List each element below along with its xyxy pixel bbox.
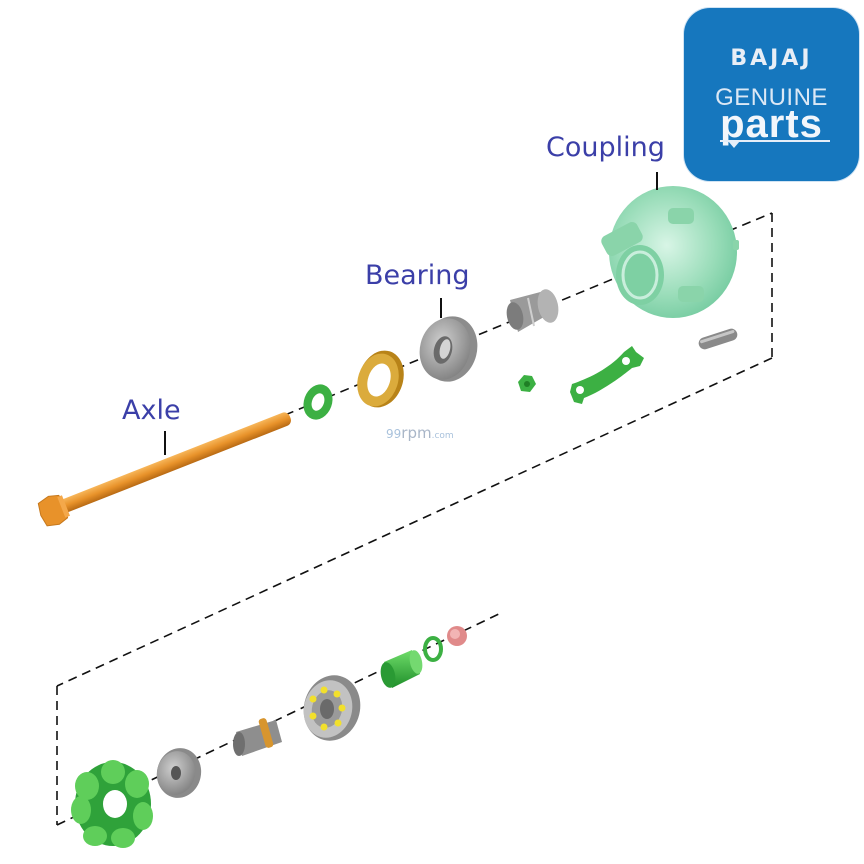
coupling-label: Coupling: [546, 132, 665, 163]
watermark-main: rpm: [401, 424, 432, 442]
coupling-leader-line: [656, 172, 658, 190]
green-o-ring-part: [423, 636, 443, 662]
logo-parts-text: parts: [720, 102, 823, 146]
grey-spacer-part: [156, 748, 202, 798]
bajaj-genuine-parts-logo: BAJAJ GENUINE parts: [684, 8, 859, 181]
logo-brand-text: BAJAJ: [730, 46, 813, 71]
watermark-suffix: .com: [431, 431, 454, 441]
rubber-damper-part: [71, 760, 153, 848]
bearing-label: Bearing: [365, 260, 470, 291]
logo-underline: [720, 140, 830, 142]
ball-bearing-part: [303, 675, 361, 741]
watermark: 99rpm.com: [386, 424, 454, 442]
bushing-sleeve-part: [506, 289, 559, 332]
green-lock-plate-part: [570, 346, 644, 404]
axle-label: Axle: [122, 395, 181, 426]
brass-spacer-part: [357, 350, 404, 408]
green-sleeve-part: [380, 650, 423, 688]
pin-part: [698, 328, 738, 350]
red-cap-part: [447, 626, 467, 646]
logo-tick-icon: [728, 141, 740, 148]
green-washer-part: [303, 384, 333, 420]
axle-part: [37, 412, 291, 527]
bearing-part: [419, 316, 478, 382]
logo-genuine-text: GENUINE: [715, 84, 828, 111]
axle-leader-line: [164, 431, 166, 455]
sleeve-collar-part: [233, 718, 282, 756]
bearing-leader-line: [440, 298, 442, 318]
watermark-prefix: 99: [386, 427, 402, 441]
frame-diagonal-connector: [56, 357, 773, 687]
green-nut-part: [518, 375, 536, 392]
coupling-part: [601, 186, 739, 318]
